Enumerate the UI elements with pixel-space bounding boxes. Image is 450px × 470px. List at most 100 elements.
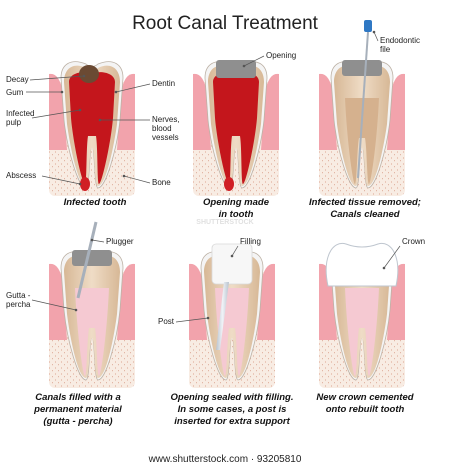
label-endodontic-file-line-2: file [380, 45, 391, 54]
caption-5-line-3: inserted for extra support [174, 416, 290, 427]
label-decay-leader-dot [82, 74, 86, 78]
label-post-leader [175, 317, 209, 323]
abscess [80, 177, 90, 191]
caption-6-line-2: onto rebuilt tooth [326, 404, 405, 415]
caption-1-line-1: Infected tooth [64, 197, 127, 208]
label-gutta-percha-line-1: Gutta - [6, 291, 31, 300]
label-nerves-line-2: blood [152, 124, 172, 133]
tooth-panel-5 [189, 243, 275, 388]
caption-3-line-1: Infected tissue removed; [309, 197, 421, 208]
footer-credit: www.shutterstock.com · 93205810 [148, 454, 302, 465]
caption-3-line-2: Canals cleaned [330, 209, 399, 220]
label-dentin-line-1: Dentin [152, 79, 175, 88]
label-opening-leader-dot [242, 64, 246, 68]
opening [342, 60, 382, 76]
tooth-panel-2 [193, 60, 279, 196]
captions: Infected tooth Opening made in tooth Inf… [33, 197, 421, 427]
label-post-leader-dot [206, 316, 210, 320]
label-crown-leader-dot [382, 266, 386, 270]
label-gutta-percha-leader [31, 299, 77, 311]
label-opening-leader [243, 55, 265, 67]
label-abscess-leader [41, 175, 81, 185]
label-crown: Crown [402, 237, 425, 246]
caption-2-line-1: Opening made [203, 197, 270, 208]
infected-pulp [69, 72, 115, 184]
tooth-panel-4 [49, 221, 135, 388]
label-filling-leader-dot [230, 254, 234, 258]
label-gutta-percha: Gutta -percha [6, 291, 31, 309]
label-bone: Bone [152, 178, 171, 187]
label-decay: Decay [6, 75, 29, 84]
label-dentin-leader [115, 83, 151, 93]
label-bone-leader [123, 175, 151, 184]
label-endodontic-file-leader-dot [372, 30, 376, 34]
label-decay-line-1: Decay [6, 75, 29, 84]
label-abscess-line-1: Abscess [6, 171, 36, 180]
label-plugger-leader-dot [90, 238, 94, 242]
label-infected-pulp-leader-dot [78, 108, 82, 112]
tooth-panel-3 [319, 20, 405, 196]
caption-2-line-2: in tooth [219, 209, 254, 220]
caption-5-line-2: In some cases, a post is [178, 404, 287, 415]
caption-4-line-1: Canals filled with a [35, 392, 121, 403]
label-bone-leader-dot [122, 174, 126, 178]
caption-4-line-3: (gutta - percha) [43, 416, 112, 427]
tooth-panel-6 [319, 243, 405, 388]
label-abscess: Abscess [6, 171, 36, 180]
label-nerves-leader-dot [98, 118, 102, 122]
label-bone-line-1: Bone [152, 178, 171, 187]
label-post: Post [158, 317, 175, 326]
label-abscess-leader-dot [78, 182, 82, 186]
label-filling: Filling [240, 237, 261, 246]
label-gum: Gum [6, 88, 24, 97]
label-decay-leader [29, 75, 85, 81]
caption-4-line-2: permanent material [33, 404, 122, 415]
label-infected-pulp-line-1: Infected [6, 109, 34, 118]
tooth-panel-1 [49, 61, 135, 196]
label-dentin-leader-dot [114, 90, 118, 94]
label-infected-pulp-leader [31, 109, 81, 119]
filling [211, 243, 253, 285]
opening [216, 60, 256, 78]
label-endodontic-file-leader [373, 31, 379, 42]
label-gutta-percha-leader-dot [74, 308, 78, 312]
label-nerves-line-1: Nerves, [152, 115, 180, 124]
label-gum-leader-dot [60, 90, 64, 94]
label-endodontic-file-line-1: Endodontic [380, 36, 420, 45]
label-filling-line-1: Filling [240, 237, 261, 246]
label-gutta-percha-line-2: percha [6, 300, 31, 309]
label-crown-line-1: Crown [402, 237, 425, 246]
label-filling-leader [231, 245, 239, 257]
endodontic-file-shaft [357, 31, 369, 179]
label-plugger-leader [91, 239, 105, 243]
label-infected-pulp-line-2: pulp [6, 118, 22, 127]
watermark: SHUTTERSTOCK [196, 219, 253, 226]
diagram-title: Root Canal Treatment [132, 13, 319, 34]
label-nerves-line-3: vessels [152, 133, 179, 142]
label-gum-line-1: Gum [6, 88, 24, 97]
label-dentin: Dentin [152, 79, 175, 88]
abscess [224, 177, 234, 191]
crown [325, 243, 399, 287]
label-crown-leader [383, 245, 401, 269]
label-opening: Opening [266, 51, 296, 60]
decay [79, 65, 99, 83]
label-plugger: Plugger [106, 237, 134, 246]
caption-5-line-1: Opening sealed with filling. [171, 392, 294, 403]
label-plugger-line-1: Plugger [106, 237, 134, 246]
plugger [76, 221, 98, 299]
label-opening-line-1: Opening [266, 51, 296, 60]
gutta-percha-fill [345, 288, 379, 376]
endodontic-file-handle [364, 20, 372, 32]
cleaned-canal [345, 98, 379, 184]
post [216, 282, 229, 350]
caption-6-line-1: New crown cemented [316, 392, 413, 403]
label-post-line-1: Post [158, 317, 175, 326]
gutta-percha-fill [75, 288, 109, 376]
opening [72, 250, 112, 266]
